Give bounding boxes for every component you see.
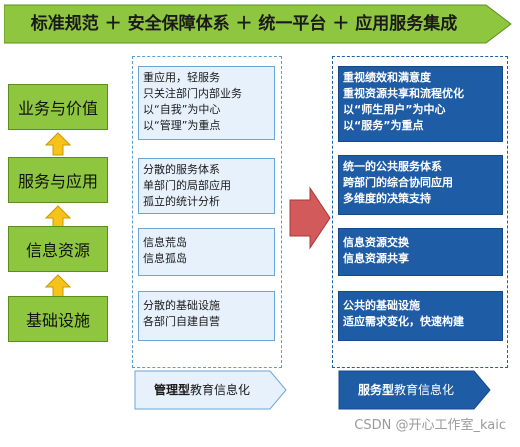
list-item: 以“服务”为重点 <box>343 119 424 132</box>
list-item: 各部门自建自营 <box>143 315 220 328</box>
transition-arrow-icon <box>289 186 331 250</box>
level-business-value: 业务与价值 <box>8 84 108 130</box>
level-service-application: 服务与应用 <box>8 157 108 203</box>
list-item: 信息孤岛 <box>143 252 187 265</box>
management-column <box>132 56 282 368</box>
management-type-tag: 管理型教育信息化 <box>134 370 288 410</box>
service-group-information: 信息资源交换 信息资源共享 <box>338 228 503 276</box>
service-column <box>332 56 508 368</box>
list-item: 信息资源共享 <box>343 252 409 265</box>
service-group-business: 重视绩效和满意度 重视资源共享和流程优化 以“师生用户”为中心 以“服务”为重点 <box>338 66 503 142</box>
tag-label-bold: 服务型 <box>357 383 394 397</box>
level-infrastructure: 基础设施 <box>8 296 108 342</box>
list-item: 以“管理”为重点 <box>143 119 221 132</box>
list-item: 重视资源共享和流程优化 <box>343 87 464 100</box>
tag-label-rest: 教育信息化 <box>190 383 251 397</box>
list-item: 公共的基础设施 <box>343 299 420 312</box>
list-item: 跨部门的综合协同应用 <box>343 176 453 189</box>
level-label: 服务与应用 <box>17 172 98 191</box>
level-information-resource: 信息资源 <box>8 226 108 272</box>
management-group-information: 信息荒岛 信息孤岛 <box>138 228 275 276</box>
list-item: 统一的公共服务体系 <box>343 160 442 173</box>
banner-arrow-shape <box>4 4 512 44</box>
management-group-infrastructure: 分散的基础设施 各部门自建自营 <box>138 291 275 341</box>
level-label: 业务与价值 <box>17 99 98 118</box>
list-item: 分散的服务体系 <box>143 163 220 176</box>
service-type-tag: 服务型教育信息化 <box>338 370 492 410</box>
list-item: 单部门的局部应用 <box>143 179 231 192</box>
watermark: CSDN @开心工作室_kaic <box>354 418 506 433</box>
tag-label-rest: 教育信息化 <box>394 383 455 397</box>
list-item: 分散的基础设施 <box>143 299 220 312</box>
list-item: 以“自我”为中心 <box>143 103 221 116</box>
management-group-service: 分散的服务体系 单部门的局部应用 孤立的统计分析 <box>138 158 275 214</box>
list-item: 重视绩效和满意度 <box>343 71 431 84</box>
level-label: 信息资源 <box>25 241 90 260</box>
service-group-infrastructure: 公共的基础设施 适应需求变化，快速构建 <box>338 291 503 341</box>
header-title: 标准规范 ＋ 安全保障体系 ＋ 统一平台 ＋ 应用服务集成 <box>30 14 458 34</box>
up-arrow-icon <box>45 274 71 298</box>
list-item: 适应需求变化，快速构建 <box>343 315 464 328</box>
list-item: 信息荒岛 <box>143 236 187 249</box>
header-banner: 标准规范 ＋ 安全保障体系 ＋ 统一平台 ＋ 应用服务集成 <box>4 4 512 44</box>
list-item: 多维度的决策支持 <box>343 192 431 205</box>
tag-arrow-shape <box>338 370 491 410</box>
service-type-label: 服务型教育信息化 <box>338 370 474 410</box>
management-type-label: 管理型教育信息化 <box>134 370 270 410</box>
level-label: 基础设施 <box>25 311 90 330</box>
list-item: 重应用，轻服务 <box>143 71 220 84</box>
tag-arrow-shape <box>134 370 287 410</box>
list-item: 孤立的统计分析 <box>143 195 220 208</box>
up-arrow-icon <box>45 132 71 156</box>
management-group-business: 重应用，轻服务 只关注部门内部业务 以“自我”为中心 以“管理”为重点 <box>138 66 275 140</box>
list-item: 信息资源交换 <box>343 236 409 249</box>
service-group-service: 统一的公共服务体系 跨部门的综合协同应用 多维度的决策支持 <box>338 155 503 215</box>
list-item: 以“师生用户”为中心 <box>343 103 446 116</box>
list-item: 只关注部门内部业务 <box>143 87 242 100</box>
tag-label-bold: 管理型 <box>153 383 190 397</box>
